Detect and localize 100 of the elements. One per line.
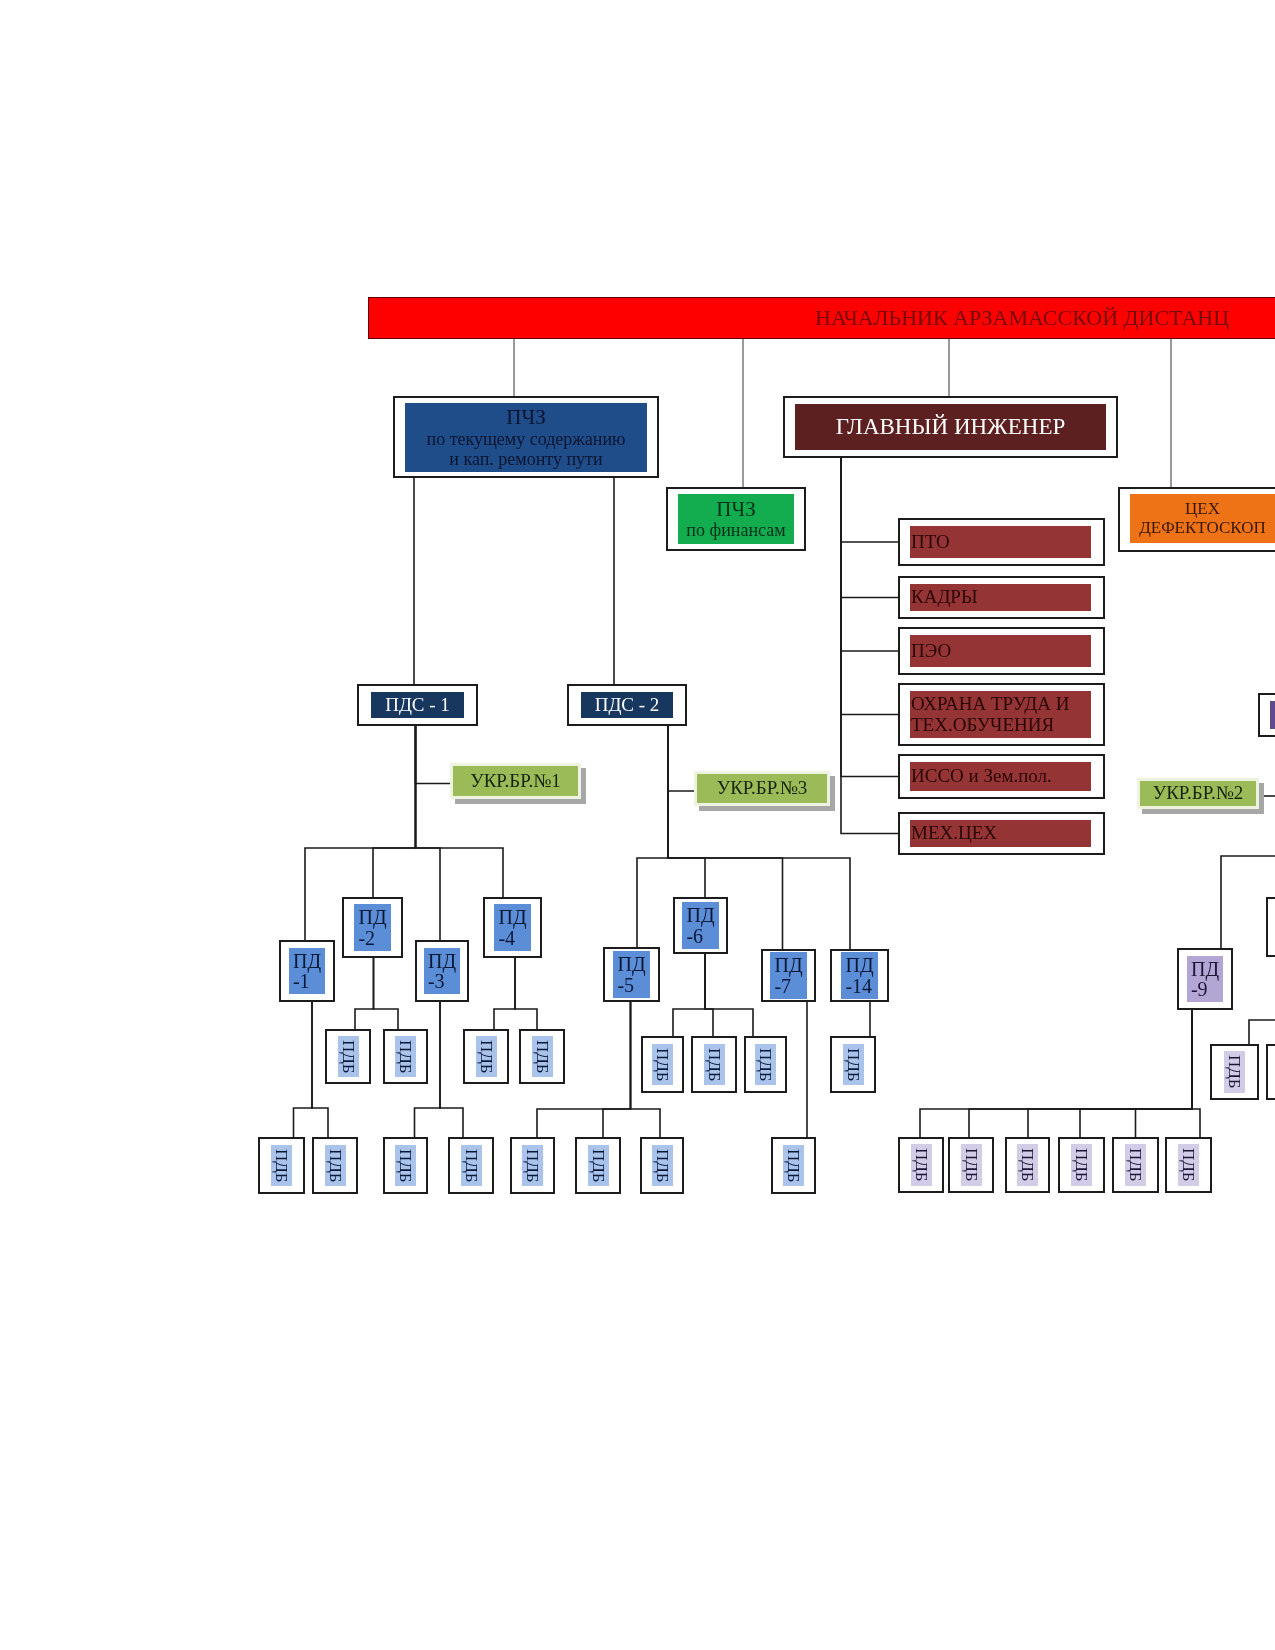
unit-title: ПДБ: [589, 1148, 607, 1183]
unit-title: ПДС - 1: [385, 694, 450, 716]
partial-box: [1266, 897, 1275, 957]
unit-title: ПЭО: [911, 640, 952, 662]
org-unit-box: [640, 1137, 684, 1194]
org-unit-box: [450, 763, 586, 804]
org-unit-box: [510, 1137, 555, 1194]
unit-title: УКР.БР.№3: [716, 778, 808, 799]
org-unit-box: [258, 1137, 305, 1194]
org-unit-box: [448, 1137, 494, 1194]
unit-title: ПДС - 2: [594, 694, 660, 716]
unit-title: ПД -6: [686, 905, 715, 946]
unit-title: ПДБ: [654, 1047, 671, 1082]
unit-title: ПДБ: [962, 1148, 980, 1182]
org-unit-box: [948, 1137, 994, 1193]
unit-title: ПДБ: [757, 1047, 774, 1082]
unit-title: ПТО: [911, 531, 950, 553]
unit-title: ПЧЗ: [506, 406, 546, 429]
org-unit-box: [898, 812, 1105, 855]
unit-title: ПД -4: [498, 907, 527, 948]
unit-title: ПДБ: [1180, 1148, 1197, 1182]
org-unit-box: [383, 1137, 428, 1194]
connector-line: [1248, 1019, 1275, 1045]
partial-box: [1266, 1044, 1275, 1100]
unit-title: ПДБ: [477, 1039, 495, 1074]
unit-title: ПДБ: [912, 1148, 930, 1182]
unit-title: ПДБ: [326, 1148, 344, 1183]
org-unit-box: [519, 1029, 565, 1084]
unit-title: ПДБ: [1127, 1148, 1144, 1182]
unit-title: ПД -5: [617, 954, 646, 995]
org-unit-box: [575, 1137, 621, 1194]
unit-subtitle: по текущему содержанию и кап. ремонту пути: [425, 428, 627, 469]
connector-line: [869, 1001, 871, 1037]
unit-title: ПДБ: [273, 1148, 290, 1183]
unit-title: ПДБ: [1226, 1055, 1243, 1089]
org-unit-box: [357, 684, 478, 726]
unit-title: ПД -2: [358, 907, 387, 948]
org-unit-box: [771, 1137, 816, 1194]
org-unit-box: [463, 1029, 509, 1084]
unit-title: ПДБ: [524, 1148, 541, 1183]
org-unit-box: [383, 1029, 428, 1084]
org-unit-box: [1137, 778, 1264, 814]
connector-line: [704, 953, 754, 1037]
org-unit-box: [1165, 1137, 1212, 1193]
unit-title: ГЛАВНЫЙ ИНЖЕНЕР: [835, 414, 1066, 440]
connector-line: [513, 338, 515, 397]
unit-title: ЦЕХ ДЕФЕКТОСКОП: [1138, 500, 1267, 537]
unit-title: ПДБ: [1073, 1148, 1090, 1182]
connector-line: [629, 1001, 661, 1138]
org-unit-box: [279, 940, 335, 1002]
org-unit-box: [1210, 1044, 1259, 1100]
org-unit-box: [898, 683, 1105, 746]
org-unit-box: [694, 771, 835, 811]
unit-subtitle: по финансам: [686, 520, 786, 541]
org-unit-box: [898, 518, 1105, 566]
org-unit-box: [641, 1036, 684, 1093]
org-unit-box: [898, 627, 1105, 675]
connector-line: [413, 477, 415, 685]
org-unit-box: [898, 1137, 944, 1193]
unit-title: ПДБ: [844, 1047, 862, 1082]
org-unit-box: [673, 897, 728, 954]
org-unit-box: [783, 396, 1118, 458]
unit-title: ОХРАНА ТРУДА И ТЕХ.ОБУЧЕНИЯ: [911, 694, 1071, 735]
connector-line: [1191, 1009, 1201, 1138]
unit-title: ПДБ: [705, 1047, 723, 1082]
org-unit-box: [483, 897, 542, 958]
org-unit-box: [761, 949, 816, 1002]
unit-title: ПДБ: [397, 1148, 414, 1183]
unit-title: КАДРЫ: [911, 587, 978, 608]
org-unit-box: [898, 576, 1105, 619]
unit-title: ИССО и Зем.пол.: [911, 766, 1052, 787]
unit-title: ПД -7: [774, 955, 803, 996]
org-unit-box: [898, 754, 1105, 799]
header-bar: [368, 297, 1275, 339]
connector-line: [439, 1001, 464, 1138]
unit-title: ПД -9: [1190, 958, 1220, 1000]
connector-line: [742, 338, 744, 488]
org-unit-box: [325, 1029, 371, 1084]
connector-line: [613, 477, 615, 685]
unit-title: ПД -14: [845, 955, 874, 996]
connector-line: [414, 725, 504, 898]
unit-title: УКР.БР.№2: [1152, 783, 1244, 804]
connector-line: [948, 338, 950, 397]
unit-title: УКР.БР.№1: [470, 770, 561, 792]
connector-line: [1170, 338, 1172, 488]
connector-line: [1263, 795, 1275, 797]
org-unit-box: [744, 1036, 787, 1093]
header-title: НАЧАЛЬНИК АРЗАМАССКОЙ ДИСТАНЦ: [815, 306, 1230, 330]
unit-title: МЕХ.ЦЕХ: [911, 823, 998, 844]
unit-title: ПЧЗ: [716, 497, 756, 521]
org-unit-box: [666, 487, 806, 551]
connector-line: [311, 1001, 329, 1138]
org-unit-box: [830, 1036, 876, 1093]
org-unit-box: [691, 1036, 737, 1093]
partial-box: [1258, 693, 1275, 737]
org-unit-box: [312, 1137, 358, 1194]
unit-title: ПДБ: [653, 1148, 671, 1183]
org-unit-box: [1112, 1137, 1159, 1193]
org-unit-box: [415, 940, 469, 1002]
org-unit-box: [342, 897, 403, 958]
